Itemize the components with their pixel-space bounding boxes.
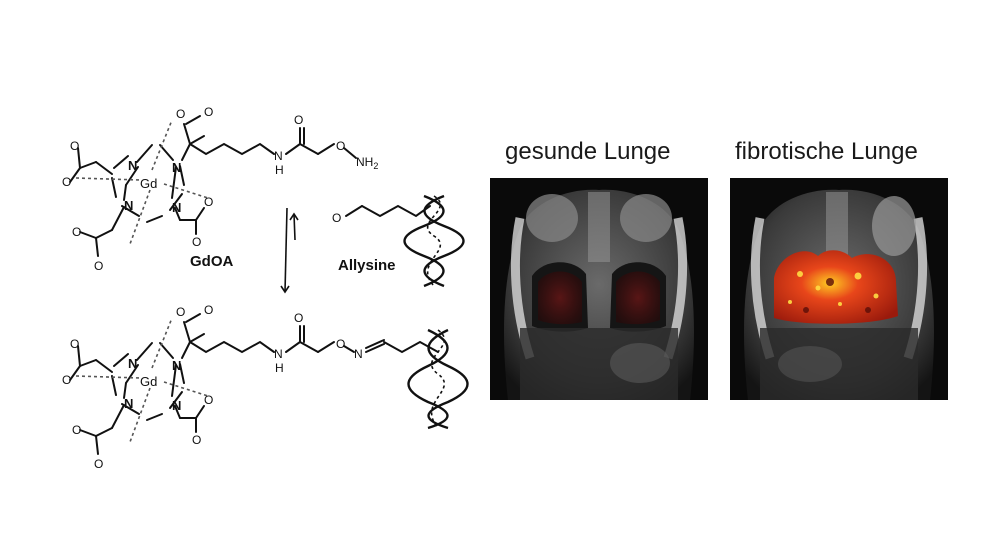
amide-n: N xyxy=(274,149,283,163)
reagent-label: GdOA xyxy=(190,253,233,270)
oxygen: O xyxy=(176,305,185,319)
oxygen: O xyxy=(294,113,303,127)
oxygen: O xyxy=(336,139,345,153)
gdoa-structure: O O O O N H NH2 xyxy=(61,105,378,274)
collagen-helix-icon xyxy=(403,194,465,288)
target-label: Allysine xyxy=(338,257,396,274)
amide-n: N xyxy=(274,347,283,361)
amide-h: H xyxy=(275,361,284,375)
oxygen: O xyxy=(336,337,345,351)
reaction-scheme: N N N N Gd O O O O O O xyxy=(61,105,469,472)
oxygen: O xyxy=(176,107,185,121)
oxygen: O xyxy=(294,311,303,325)
mri-healthy-lung xyxy=(490,178,708,400)
oxime-n: N xyxy=(354,347,363,361)
collagen-helix-icon xyxy=(407,328,469,430)
fibrotic-lung-title: fibrotische Lunge xyxy=(735,138,918,165)
oxygen: O xyxy=(204,303,213,317)
amino-nh2: NH2 xyxy=(356,155,378,171)
healthy-lung-title: gesunde Lunge xyxy=(505,138,671,165)
mri-fibrotic-lung xyxy=(730,178,948,400)
oxygen: O xyxy=(332,211,341,225)
allysine-structure xyxy=(345,204,431,218)
amide-h: H xyxy=(275,163,284,177)
oxygen: O xyxy=(204,105,213,119)
equilibrium-arrows xyxy=(280,207,299,294)
conjugate-structure: O O O O N N H xyxy=(61,303,439,472)
